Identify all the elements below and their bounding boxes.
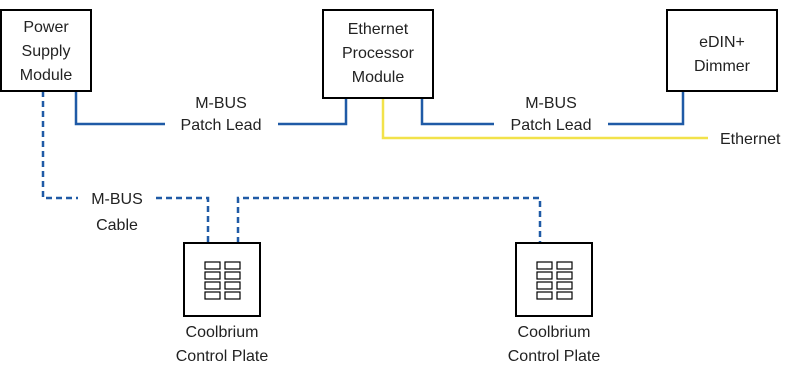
patch-lead-2-label-line-2: Patch Lead xyxy=(511,117,592,134)
control-plate-1-label-line-2: Control Plate xyxy=(176,348,269,365)
power-supply-label-line-3: Module xyxy=(20,67,73,84)
power-supply-label-line-2: Supply xyxy=(22,43,71,60)
patch-lead-2-label-line-1: M-BUS xyxy=(525,95,577,112)
mbus-cable-line-2 xyxy=(236,196,542,243)
edin-dimmer-module: eDIN+ Dimmer xyxy=(666,9,778,92)
power-supply-label-line-1: Power xyxy=(23,19,69,36)
control-plate-1-buttons xyxy=(204,261,241,300)
mbus-cable-label-line-1: M-BUS xyxy=(91,191,143,208)
control-plate-2-buttons xyxy=(536,261,573,300)
ethernet-cable-line xyxy=(381,99,708,140)
power-supply-module: Power Supply Module xyxy=(0,9,92,92)
control-plate-2: Coolbrium Control Plate xyxy=(508,242,601,365)
control-plate-2-label-line-1: Coolbrium xyxy=(518,324,591,341)
mbus-cable-line-1 xyxy=(41,91,210,243)
dimmer-label-line-1: eDIN+ xyxy=(699,34,745,51)
ethernet-processor-label-line-1: Ethernet xyxy=(348,21,409,38)
mbus-cable-label-line-2: Cable xyxy=(96,217,138,234)
ethernet-processor-label-line-2: Processor xyxy=(342,45,415,62)
dimmer-label-line-2: Dimmer xyxy=(694,58,751,75)
control-plate-1: Coolbrium Control Plate xyxy=(176,242,269,365)
patch-lead-1-label-line-1: M-BUS xyxy=(195,95,247,112)
control-plate-2-label-line-2: Control Plate xyxy=(508,348,601,365)
ethernet-label: Ethernet xyxy=(720,131,781,148)
control-plate-1-label-line-1: Coolbrium xyxy=(186,324,259,341)
patch-lead-1-label-line-2: Patch Lead xyxy=(181,117,262,134)
ethernet-processor-module: Ethernet Processor Module xyxy=(322,9,434,99)
ethernet-processor-label-line-3: Module xyxy=(352,69,405,86)
